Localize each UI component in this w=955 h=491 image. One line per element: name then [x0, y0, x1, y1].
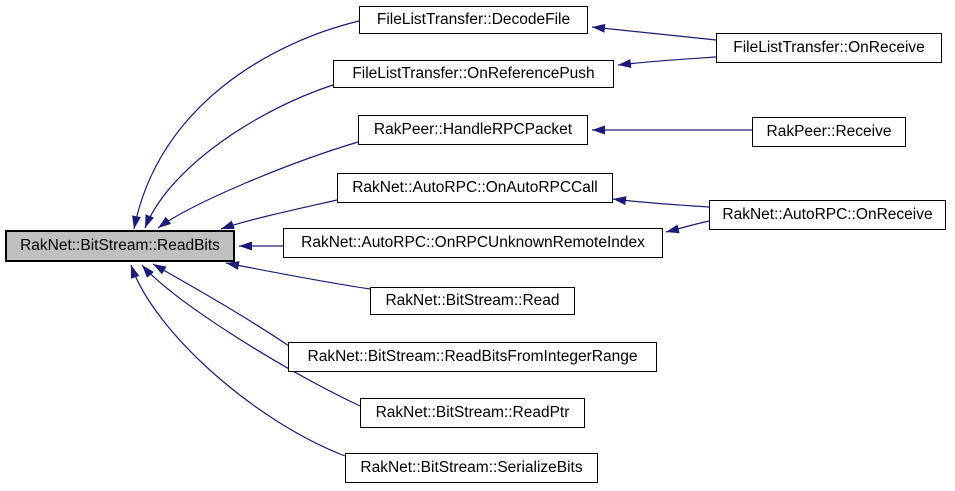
node-rakpeer-receive[interactable]: RakPeer::Receive	[752, 117, 906, 147]
edge-onreceive-to-onreferencepush	[617, 56, 717, 68]
node-raknet-autorpc-onrpcunknownremoteindex[interactable]: RakNet::AutoRPC::OnRPCUnknownRemoteIndex	[283, 228, 663, 258]
edge-autorpconreceive-to-onrpcunknownremoteindex	[665, 220, 710, 234]
node-raknet-autorpc-onautorpccall[interactable]: RakNet::AutoRPC::OnAutoRPCCall	[337, 173, 613, 203]
node-raknet-bitstream-read[interactable]: RakNet::BitStream::Read	[370, 287, 575, 315]
edge-readbitsfromintegerrange-to-readbits	[152, 263, 290, 347]
node-raknet-bitstream-readptr[interactable]: RakNet::BitStream::ReadPtr	[360, 398, 585, 428]
node-filelisttransfer-onreferencepush[interactable]: FileListTransfer::OnReferencePush	[333, 60, 614, 88]
node-rakpeer-handlerpcpacket[interactable]: RakPeer::HandleRPCPacket	[358, 115, 588, 145]
edge-autorpconreceive-to-onautorpccall	[612, 196, 710, 208]
edge-decodefile-to-readbits	[132, 20, 360, 230]
node-raknet-bitstream-readbits: RakNet::BitStream::ReadBits	[5, 230, 235, 262]
node-raknet-bitstream-readbitsfromintegerrange[interactable]: RakNet::BitStream::ReadBitsFromIntegerRa…	[288, 342, 657, 372]
edge-readptr-to-readbits	[141, 264, 361, 407]
node-filelisttransfer-decodefile[interactable]: FileListTransfer::DecodeFile	[359, 6, 588, 34]
node-raknet-autorpc-onreceive[interactable]: RakNet::AutoRPC::OnReceive	[709, 200, 946, 230]
edge-handlerpcpacket-to-readbits	[157, 141, 359, 229]
edge-onreferencepush-to-readbits	[144, 84, 334, 229]
node-filelisttransfer-onreceive[interactable]: FileListTransfer::OnReceive	[716, 33, 942, 63]
edge-onreceive-to-decodefile	[591, 23, 717, 41]
node-raknet-bitstream-serializebits[interactable]: RakNet::BitStream::SerializeBits	[345, 453, 598, 483]
edge-read-to-readbits	[225, 261, 371, 290]
edge-onautorpccall-to-readbits	[220, 199, 338, 230]
edge-serializebits-to-readbits	[130, 264, 346, 457]
